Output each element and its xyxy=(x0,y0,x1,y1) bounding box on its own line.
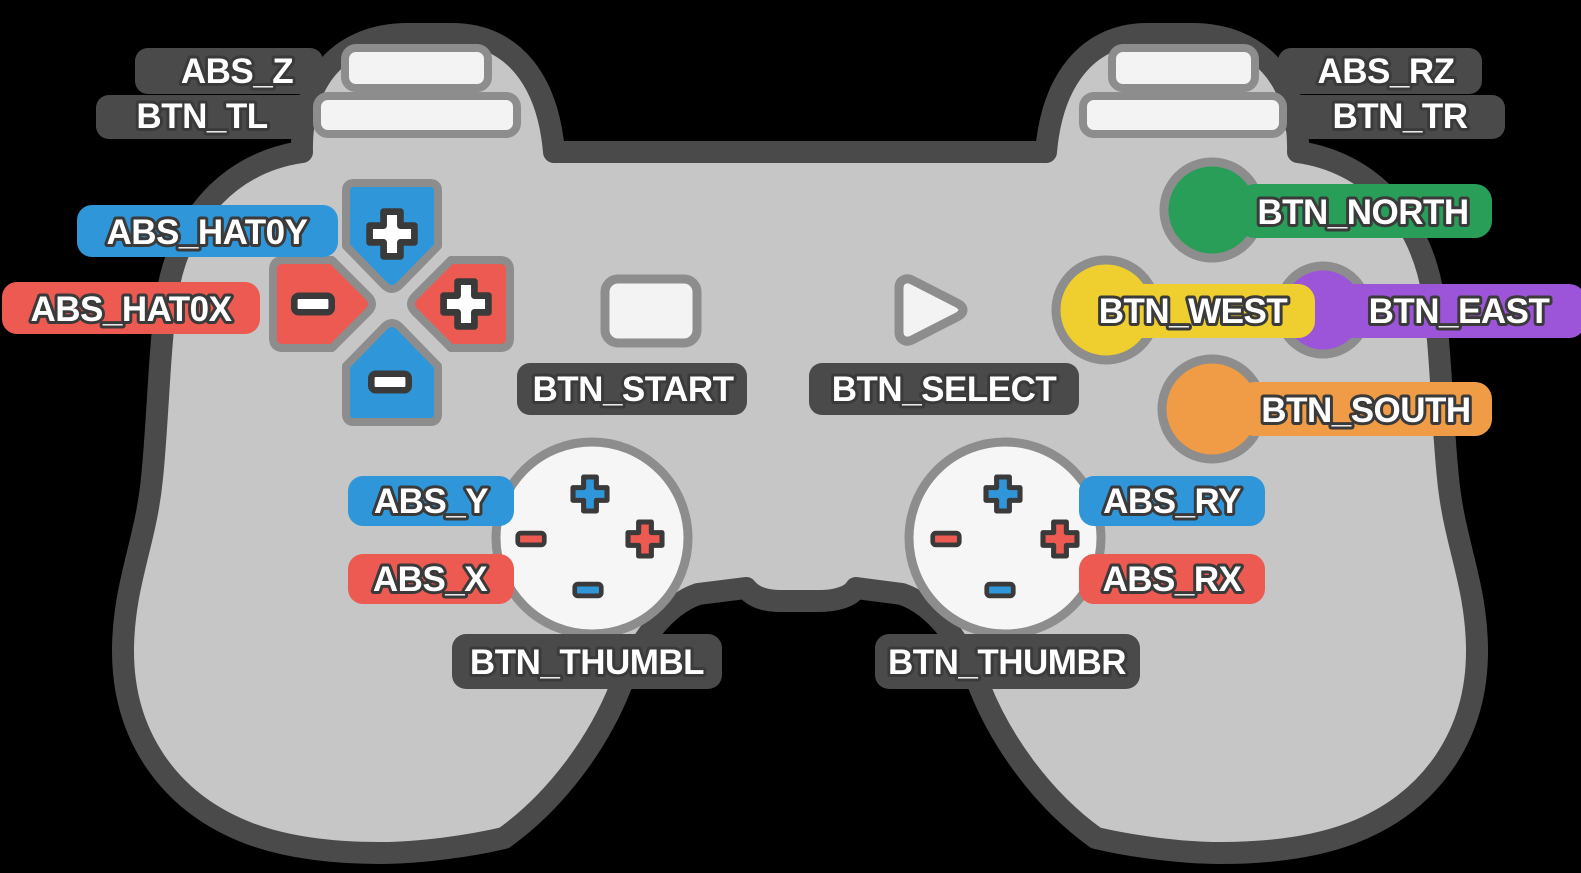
center-buttons: BTN_START BTN_SELECT xyxy=(517,274,1079,415)
left-trigger-button xyxy=(341,44,492,92)
btn-south-label-pill xyxy=(1238,382,1492,436)
controller-body xyxy=(111,23,1489,864)
btn-tl-label: BTN_TL xyxy=(136,97,267,136)
left-bumper-button xyxy=(313,92,521,138)
abs-z-label-pill xyxy=(135,48,323,94)
btn-select-label: BTN_SELECT xyxy=(832,370,1057,409)
left-stick-left-minus-icon xyxy=(518,533,545,545)
abs-x-label-pill xyxy=(348,554,514,604)
abs-rx-label-pill xyxy=(1079,554,1265,604)
btn-thumbl-label: BTN_THUMBL xyxy=(470,643,704,682)
right-bumper-button xyxy=(1079,92,1287,138)
btn-west-label: BTN_WEST xyxy=(1099,292,1288,331)
abs-hat0x-label: ABS_HAT0X xyxy=(30,290,232,329)
abs-z-label: ABS_Z xyxy=(181,52,293,91)
btn-west-label-pill xyxy=(1099,284,1315,338)
abs-rz-label: ABS_RZ xyxy=(1317,52,1454,91)
abs-rx-label: ABS_RX xyxy=(1103,560,1243,599)
btn-thumbr-label: BTN_THUMBR xyxy=(888,643,1126,682)
abs-ry-label-pill xyxy=(1079,476,1265,526)
btn-south-label: BTN_SOUTH xyxy=(1261,391,1470,430)
btn-thumbr-label-pill xyxy=(875,634,1140,689)
dpad-left-minus-icon xyxy=(294,296,331,313)
right-stick-down-minus-icon xyxy=(987,584,1014,596)
start-button xyxy=(600,274,702,348)
face-buttons: BTN_NORTH BTN_WEST BTN_EAST BTN_SOUTH xyxy=(1051,157,1581,464)
stick-labels: ABS_Y ABS_X ABS_RY ABS_RX BTN_THUMBL BTN… xyxy=(348,476,1265,689)
btn-start-label-pill xyxy=(517,363,747,415)
abs-hat0x-label-pill xyxy=(2,282,260,334)
dpad-down-minus-icon xyxy=(371,374,408,391)
right-stick-left-minus-icon xyxy=(933,533,960,545)
abs-hat0y-label-pill xyxy=(77,205,338,257)
left-shoulder-labels: ABS_Z BTN_TL xyxy=(96,48,323,139)
btn-start-label: BTN_START xyxy=(533,370,734,409)
btn-north-label-pill xyxy=(1238,184,1492,238)
btn-east-label-pill xyxy=(1326,284,1581,338)
abs-ry-label: ABS_RY xyxy=(1103,482,1241,521)
shoulder-buttons xyxy=(313,44,1287,138)
btn-tr-label: BTN_TR xyxy=(1332,97,1467,136)
btn-east-label: BTN_EAST xyxy=(1369,292,1550,331)
abs-rz-label-pill xyxy=(1278,48,1482,94)
btn-tl-label-pill xyxy=(96,95,314,139)
right-shoulder-labels: ABS_RZ BTN_TR xyxy=(1278,48,1505,139)
btn-tr-label-pill xyxy=(1285,95,1505,139)
thumb-sticks xyxy=(491,437,1106,639)
abs-x-label: ABS_X xyxy=(373,560,488,599)
dpad-axis-labels: ABS_HAT0Y ABS_HAT0X xyxy=(2,205,338,334)
select-button xyxy=(894,274,968,346)
abs-hat0y-label: ABS_HAT0Y xyxy=(106,213,307,252)
left-stick-down-minus-icon xyxy=(575,584,602,596)
btn-select-label-pill xyxy=(809,363,1079,415)
btn-north-label: BTN_NORTH xyxy=(1257,193,1468,232)
abs-y-label-pill xyxy=(348,476,514,526)
abs-y-label: ABS_Y xyxy=(374,482,488,521)
right-trigger-button xyxy=(1108,44,1259,92)
btn-thumbl-label-pill xyxy=(452,634,722,689)
